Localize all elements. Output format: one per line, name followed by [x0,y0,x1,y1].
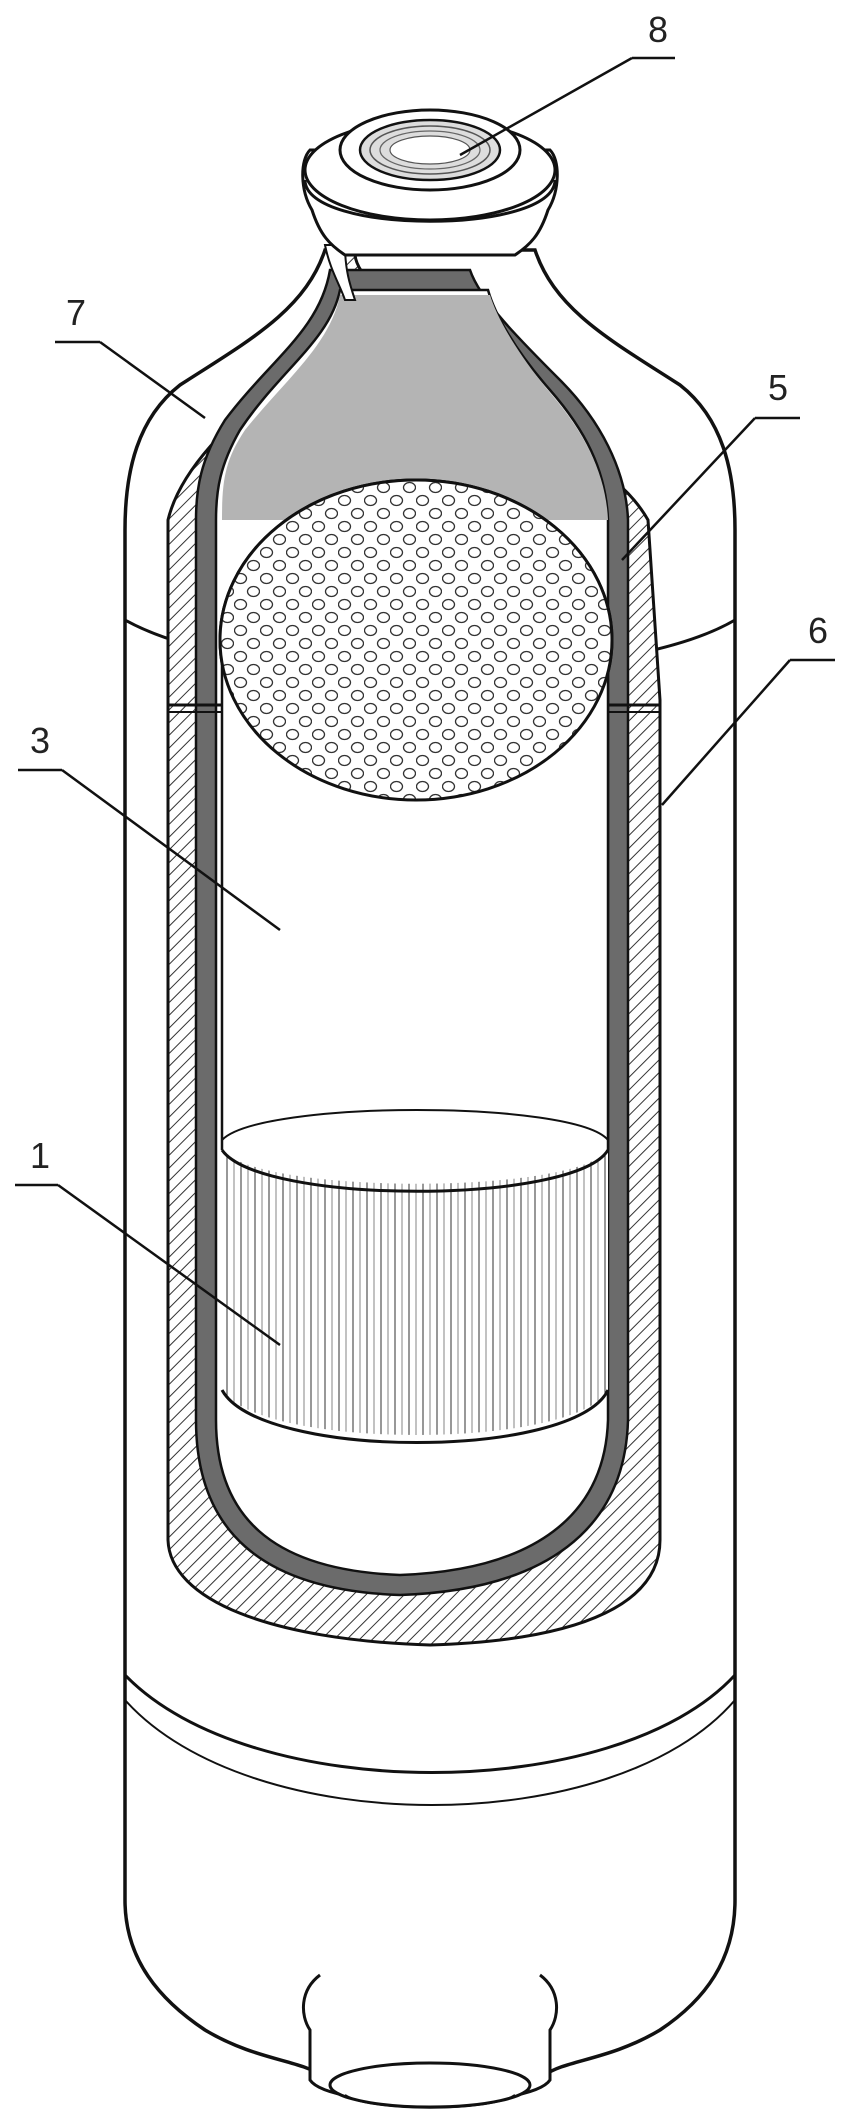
lower-seam-outer [124,1699,736,1806]
callout-5: 5 [621,367,800,561]
striped-filter [222,1150,608,1435]
callout-3: 3 [18,720,281,932]
neck [323,244,357,301]
callout-8: 8 [459,9,675,157]
lower-seam [123,1673,737,1774]
callout-1: 1 [15,1135,281,1347]
callout-label-1: 1 [30,1135,50,1176]
callout-7: 7 [55,292,206,420]
callout-label-3: 3 [30,720,50,761]
callout-label-6: 6 [808,610,828,651]
callout-label-5: 5 [768,367,788,408]
callout-label-7: 7 [66,292,86,333]
callout-label-8: 8 [648,9,668,50]
callout-6: 6 [661,610,835,806]
top-cone [222,295,608,520]
